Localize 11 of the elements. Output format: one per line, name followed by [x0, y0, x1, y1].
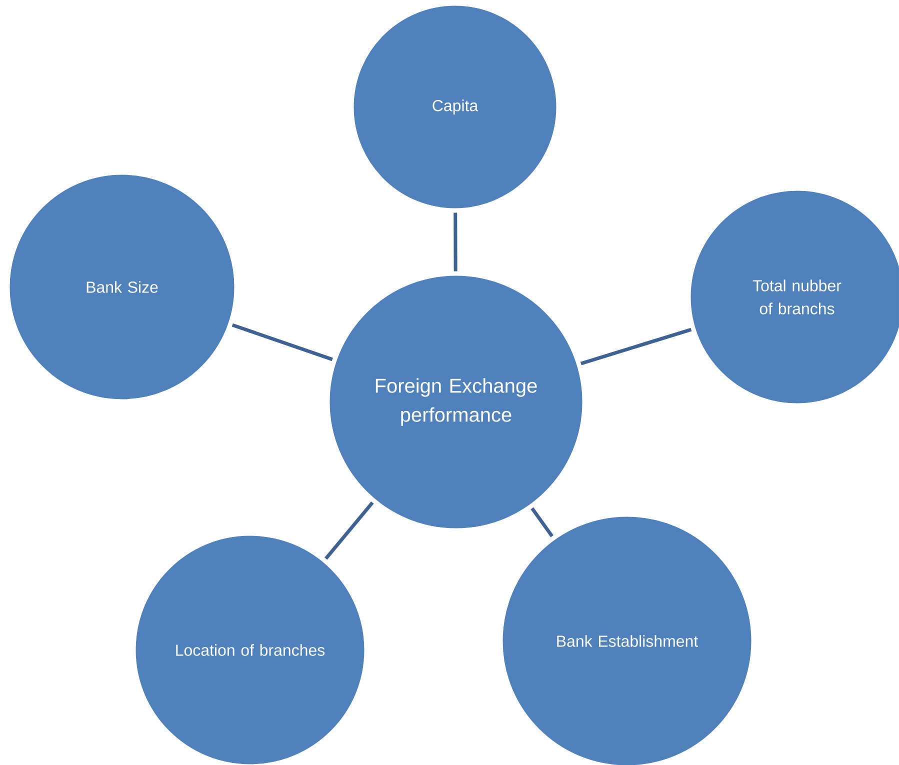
connector-line — [232, 323, 333, 362]
connector-line — [530, 507, 554, 538]
circle-node: Capita — [352, 4, 558, 210]
connector-line — [454, 212, 458, 272]
circle-node: Location of branches — [134, 534, 366, 765]
circle-node: Bank Size — [8, 173, 236, 401]
connector-line — [580, 328, 692, 366]
circle-node: Bank Establishment — [501, 515, 753, 765]
circle-node: Foreign Exchange performance — [328, 274, 584, 530]
connector-line — [324, 501, 374, 560]
circle-node: Total nubber of branchs — [689, 189, 899, 405]
